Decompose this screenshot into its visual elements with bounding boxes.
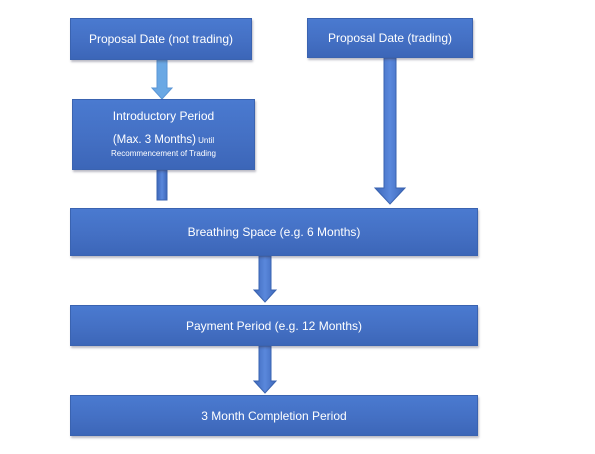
payment-period-box: Payment Period (e.g. 12 Months) bbox=[70, 305, 478, 346]
introductory-recommencement-text: Recommencement of Trading bbox=[111, 149, 216, 158]
completion-period-label: 3 Month Completion Period bbox=[201, 408, 347, 423]
proposal-date-trading-box: Proposal Date (trading) bbox=[307, 18, 473, 58]
arrow-payment-to-completion bbox=[252, 345, 278, 394]
introductory-period-title: Introductory Period bbox=[112, 109, 215, 123]
arrow-trading-to-breathing bbox=[373, 57, 407, 205]
proposal-date-not-trading-box: Proposal Date (not trading) bbox=[70, 18, 252, 60]
breathing-space-label: Breathing Space (e.g. 6 Months) bbox=[187, 225, 361, 239]
proposal-date-trading-label: Proposal Date (trading) bbox=[327, 31, 453, 45]
introductory-until-text: Until bbox=[195, 136, 215, 145]
introductory-period-max: (Max. 3 Months) Until bbox=[113, 133, 214, 148]
arrow-proposal-to-intro bbox=[150, 59, 174, 100]
connector-intro-to-breathing bbox=[156, 169, 168, 201]
payment-period-label: Payment Period (e.g. 12 Months) bbox=[185, 318, 363, 333]
proposal-date-not-trading-label: Proposal Date (not trading) bbox=[88, 32, 234, 46]
introductory-max-text: (Max. 3 Months) bbox=[112, 134, 196, 146]
arrow-breathing-to-payment bbox=[252, 255, 278, 303]
completion-period-box: 3 Month Completion Period bbox=[70, 395, 478, 436]
introductory-period-box: Introductory Period (Max. 3 Months) Unti… bbox=[72, 99, 255, 170]
breathing-space-box: Breathing Space (e.g. 6 Months) bbox=[70, 208, 478, 256]
